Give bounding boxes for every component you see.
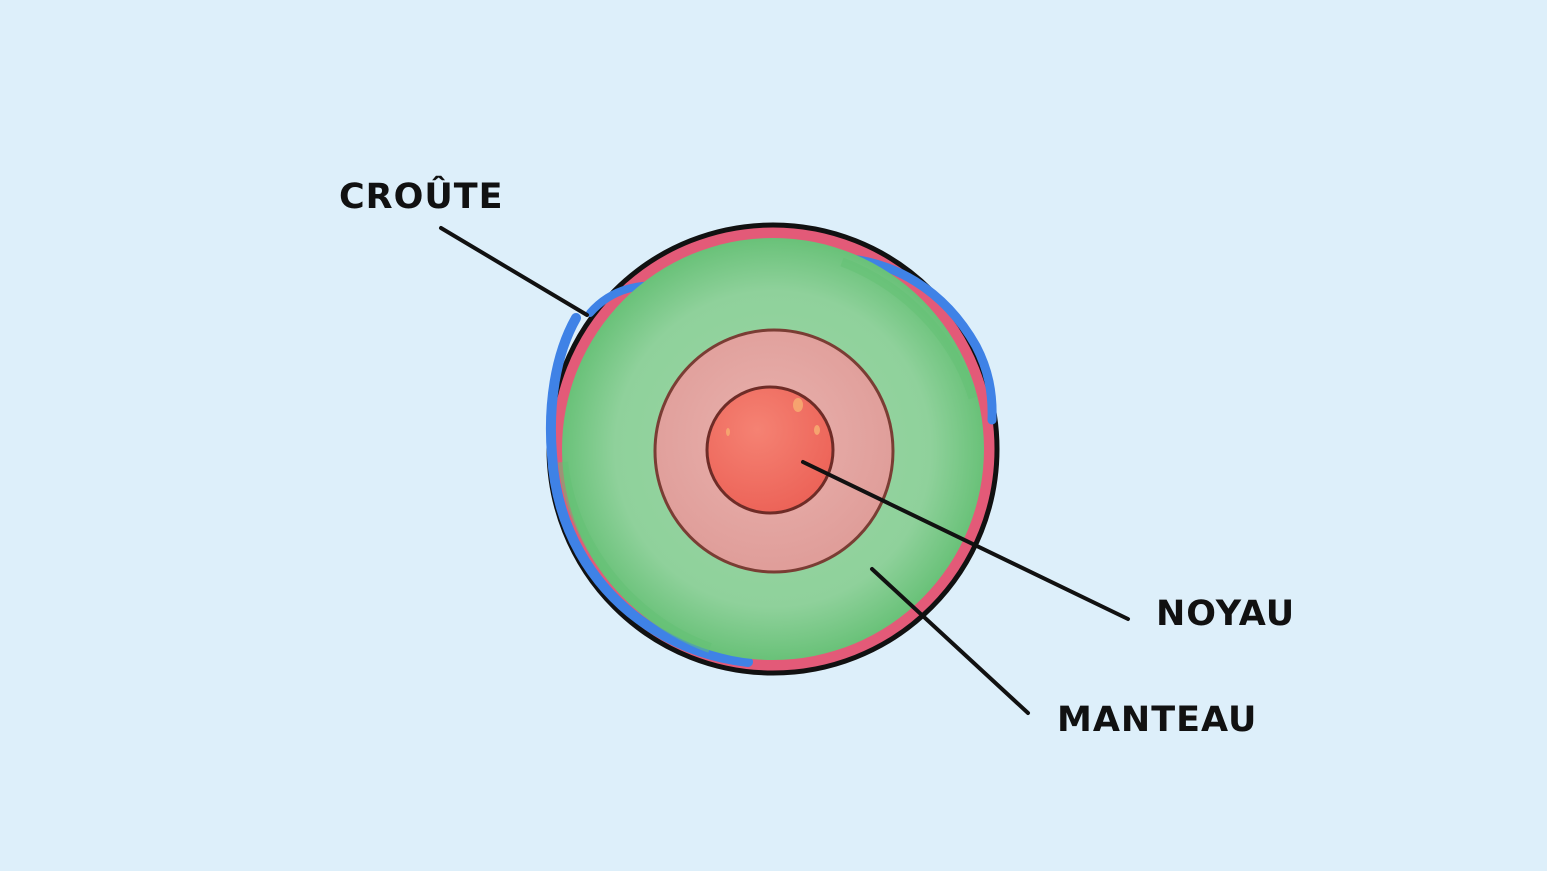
mantle-label: MANTEAU — [1057, 700, 1257, 740]
leader-lines — [439, 226, 1130, 715]
inner-core-highlight — [814, 425, 820, 435]
crust-label: CROÛTE — [339, 175, 504, 217]
inner-core-highlight — [726, 428, 730, 436]
core-label: NOYAU — [1156, 594, 1295, 634]
earth-inner-core-layer — [705, 385, 835, 515]
mantle-leader-line — [870, 567, 1030, 715]
diagram-labels: CROÛTE NOYAU MANTEAU — [339, 175, 1295, 740]
crust-leader-line — [439, 226, 589, 317]
inner-core-highlight — [793, 398, 803, 412]
core-leader-line — [801, 460, 1130, 621]
